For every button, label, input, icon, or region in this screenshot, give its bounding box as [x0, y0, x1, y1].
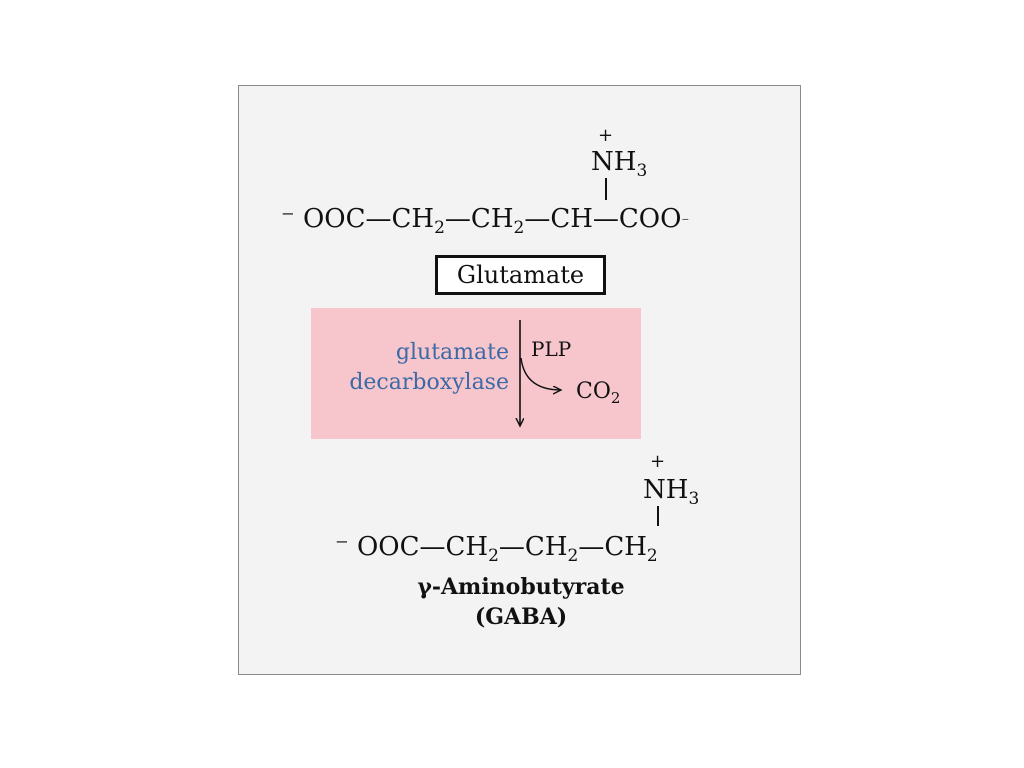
enzyme-box: glutamate decarboxylase PLP CO2 [311, 308, 641, 439]
cofactor-label: PLP [531, 337, 572, 361]
glutamate-amine-subscript: 3 [636, 161, 648, 181]
co2-label: CO2 [576, 379, 621, 408]
co2-release-arrow [520, 357, 561, 390]
gaba-chain-subscript: 2 [646, 546, 658, 566]
gaba-chain-subscript: 2 [488, 546, 499, 566]
glutamate-chain-charge: ⁻ [681, 213, 690, 231]
glutamate-amine-group: NH3 [591, 147, 648, 181]
gaba-chain-text: —CH [578, 532, 647, 562]
glutamate-chain-text: ⁻ OOC—CH [281, 204, 435, 234]
glutamate-chain-subscript: 2 [513, 218, 525, 238]
glutamate-chain-text: —CH—COO [524, 204, 682, 234]
co2-symbol: CO [576, 379, 611, 404]
enzyme-name-line2: decarboxylase [349, 370, 509, 395]
gaba-chain: ⁻ OOC—CH2—CH2—CH2 [335, 532, 658, 566]
reaction-panel: + NH3 ⁻ OOC—CH2—CH2—CH—COO⁻ Glutamate gl… [238, 85, 801, 675]
gaba-chain-text: —CH [498, 532, 568, 562]
gaba-amine-bond [657, 506, 659, 526]
glutamate-amine-bond [605, 178, 607, 200]
glutamate-chain-subscript: 2 [434, 218, 445, 238]
enzyme-name-line1: glutamate [395, 340, 509, 365]
gaba-amine-subscript: 3 [688, 489, 700, 509]
gaba-chain-text: ⁻ OOC—CH [335, 532, 489, 562]
gaba-name-line1: γ-Aminobutyrate [417, 574, 625, 600]
co2-subscript: 2 [610, 389, 621, 407]
glutamate-chain: ⁻ OOC—CH2—CH2—CH—COO⁻ [281, 204, 690, 238]
gaba-name-line2: (GABA) [474, 604, 568, 630]
gaba-amine-symbol: NH [643, 475, 689, 505]
gaba-name: γ-Aminobutyrate (GABA) [371, 572, 671, 632]
glutamate-amine-symbol: NH [591, 147, 637, 177]
enzyme-name: glutamate decarboxylase [349, 338, 509, 398]
gaba-amine-charge: + [650, 451, 666, 472]
reaction-arrows [311, 320, 641, 439]
gaba-chain-subscript: 2 [567, 546, 579, 566]
glutamate-label: Glutamate [435, 255, 606, 295]
glutamate-amine-charge: + [598, 125, 614, 146]
glutamate-chain-text: —CH [444, 204, 514, 234]
gaba-amine-group: NH3 [643, 475, 700, 509]
